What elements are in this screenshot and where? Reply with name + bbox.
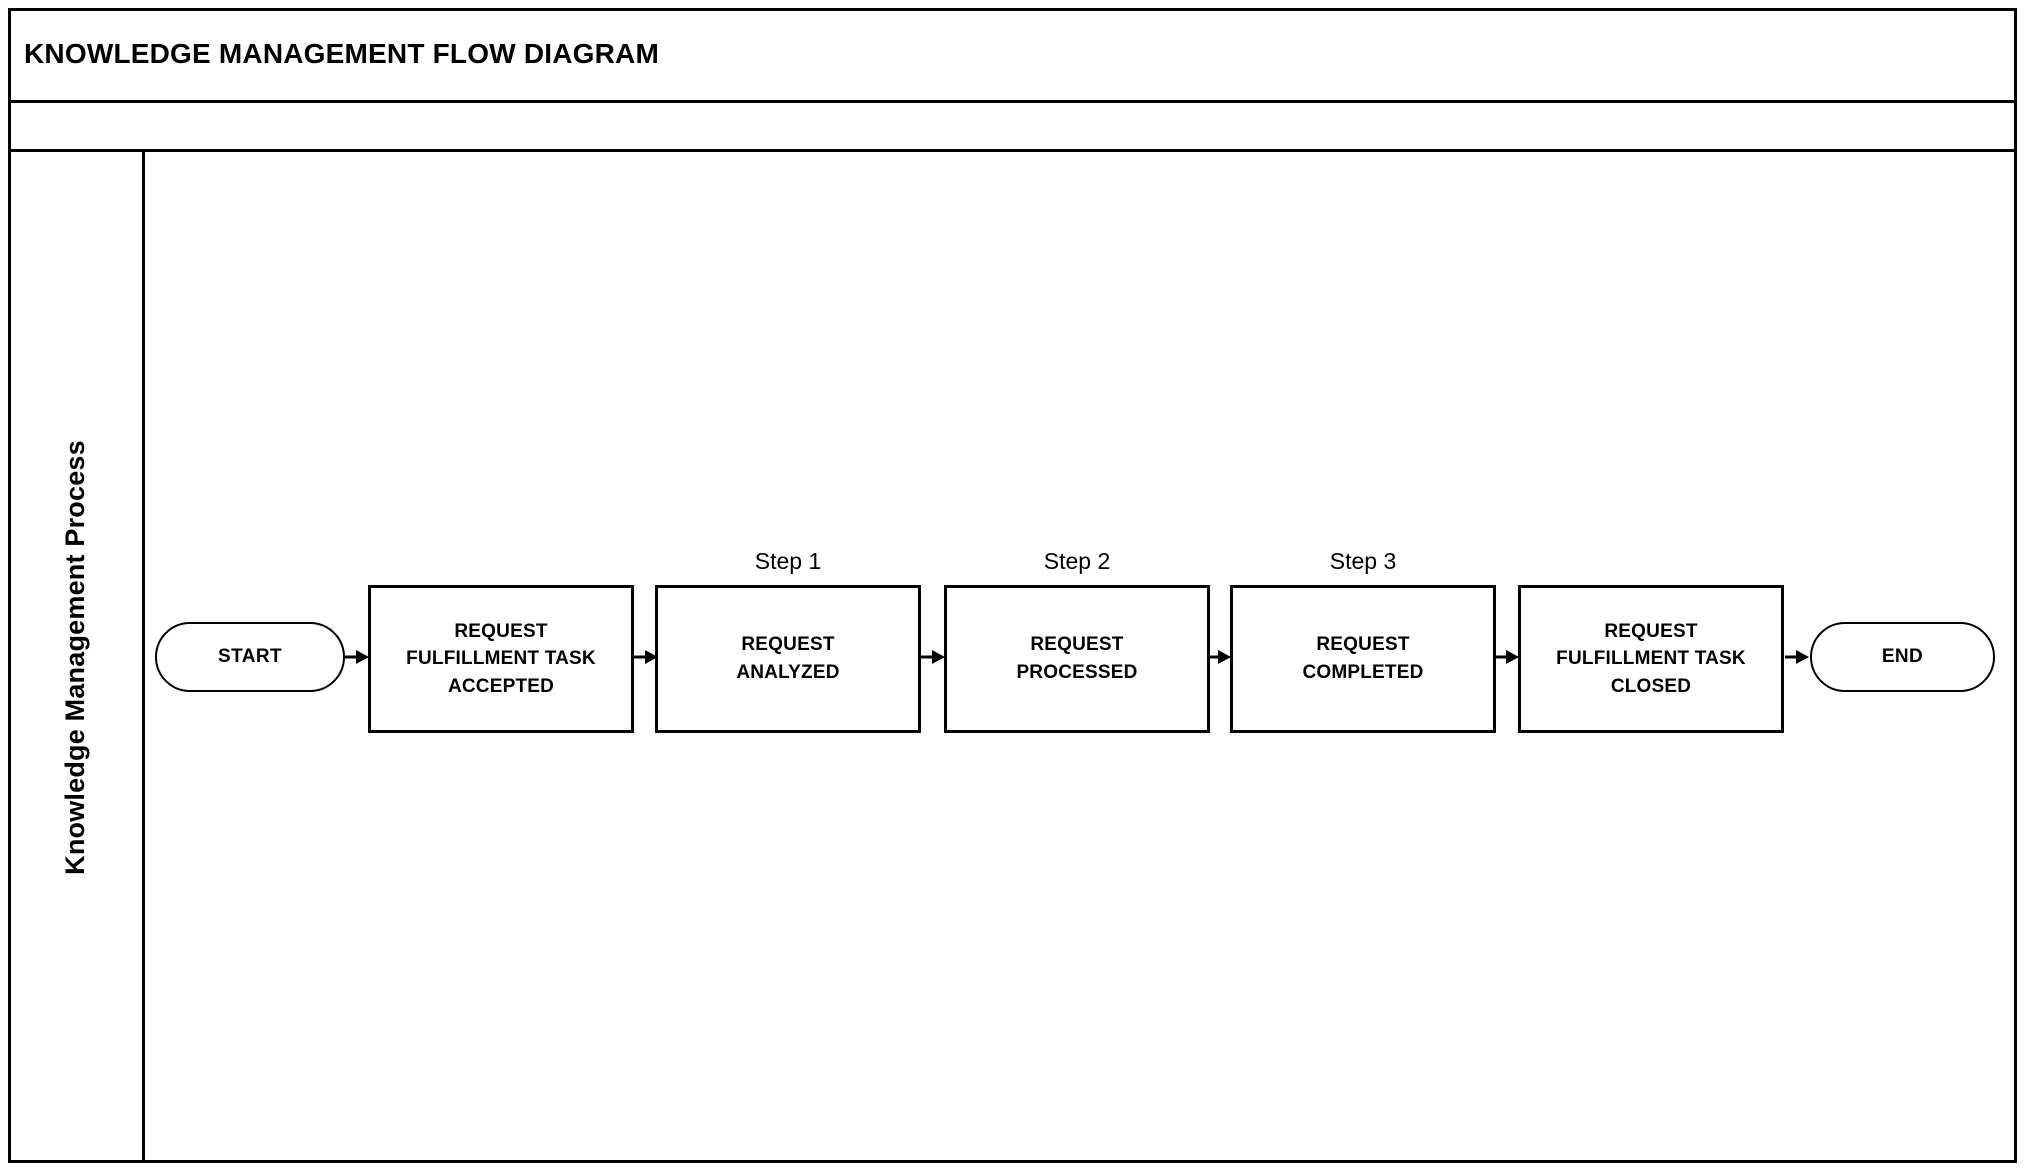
page-title: KNOWLEDGE MANAGEMENT FLOW DIAGRAM: [24, 38, 659, 69]
diagram-title-row: KNOWLEDGE MANAGEMENT FLOW DIAGRAM: [8, 8, 2017, 103]
task-node-4-line-1: REQUEST: [1316, 634, 1410, 656]
task-node-4-text: REQUEST COMPLETED: [1302, 631, 1423, 686]
step-caption-2: Step 2: [1043, 548, 1111, 574]
start-terminator-label: START: [218, 646, 282, 667]
task-node-2[interactable]: REQUEST ANALYZED: [655, 585, 921, 733]
connector-node-3-to-node-4: [1207, 646, 1231, 668]
task-node-2-line-1: REQUEST: [741, 634, 835, 656]
task-node-3[interactable]: REQUEST PROCESSED: [944, 585, 1210, 733]
connector-node-5-to-end: [1785, 646, 1809, 668]
task-node-3-line-1: REQUEST: [1030, 634, 1124, 656]
task-node-1-line-2: FULFILLMENT TASK: [406, 648, 596, 670]
task-node-5-text: REQUEST FULFILLMENT TASK CLOSED: [1556, 618, 1746, 701]
task-node-2-line-2: ANALYZED: [736, 662, 840, 683]
task-node-2-text: REQUEST ANALYZED: [736, 631, 839, 686]
swimlane-label: Knowledge Management Process: [59, 440, 90, 875]
task-node-5-line-2: FULFILLMENT TASK: [1556, 648, 1746, 670]
connector-node-2-to-node-3: [921, 646, 945, 668]
end-terminator-label: END: [1881, 646, 1924, 667]
task-node-4[interactable]: REQUEST COMPLETED: [1230, 585, 1496, 733]
task-node-5-line-3: CLOSED: [1610, 675, 1692, 697]
task-node-1-line-1: REQUEST: [454, 620, 548, 642]
end-terminator[interactable]: END: [1810, 622, 1995, 692]
task-node-5-line-1: REQUEST: [1604, 620, 1698, 642]
connector-start-to-node-1: [345, 646, 369, 668]
task-node-1-line-3: ACCEPTED: [447, 675, 555, 697]
task-node-1-text: REQUEST FULFILLMENT TASK ACCEPTED: [406, 618, 596, 701]
connector-node-1-to-node-2: [634, 646, 658, 668]
start-terminator[interactable]: START: [155, 622, 345, 692]
task-node-5[interactable]: REQUEST FULFILLMENT TASK CLOSED: [1518, 585, 1784, 733]
diagram-subheader-band: [8, 103, 2017, 152]
task-node-3-line-2: PROCESSED: [1016, 662, 1138, 683]
task-node-3-text: REQUEST PROCESSED: [1016, 631, 1137, 686]
connector-node-4-to-node-5: [1495, 646, 1519, 668]
step-caption-1: Step 1: [754, 548, 822, 574]
swimlane-pool: Knowledge Management Process: [8, 152, 2017, 1163]
step-caption-3: Step 3: [1329, 548, 1397, 574]
swimlane-header: Knowledge Management Process: [8, 152, 145, 1163]
task-node-4-line-2: COMPLETED: [1302, 662, 1424, 683]
task-node-1[interactable]: REQUEST FULFILLMENT TASK ACCEPTED: [368, 585, 634, 733]
